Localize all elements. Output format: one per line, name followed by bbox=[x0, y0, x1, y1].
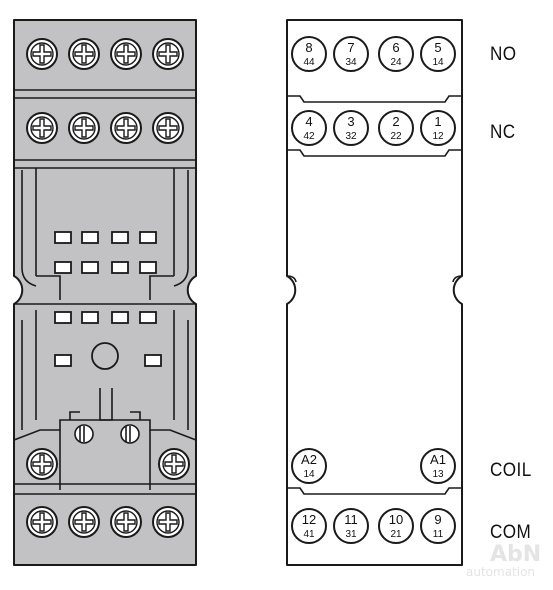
screw-icon bbox=[26, 448, 58, 480]
terminal-contact-code: 14 bbox=[303, 469, 315, 480]
terminal-layout-lines bbox=[286, 95, 463, 495]
socket-screws bbox=[26, 38, 190, 538]
terminal-contact-code: 12 bbox=[432, 131, 444, 142]
screw-icon bbox=[152, 112, 184, 144]
terminal-nc: 442 bbox=[291, 110, 327, 146]
terminal-contact-code: 32 bbox=[345, 131, 357, 142]
terminal-number: 9 bbox=[434, 512, 441, 527]
socket-structure bbox=[13, 89, 197, 495]
socket-center-hole bbox=[91, 342, 119, 370]
screw-icon bbox=[110, 38, 142, 70]
label-nc: NC bbox=[490, 122, 516, 143]
coil-slot-screws bbox=[74, 424, 140, 444]
terminal-contact-code: 42 bbox=[303, 131, 315, 142]
watermark-brand: AbN bbox=[490, 542, 542, 567]
terminal-number: A1 bbox=[430, 452, 446, 467]
terminal-number: 2 bbox=[392, 114, 399, 129]
screw-icon bbox=[26, 506, 58, 538]
screw-icon bbox=[110, 112, 142, 144]
label-no: NO bbox=[490, 44, 517, 65]
terminal-contact-code: 22 bbox=[390, 131, 402, 142]
screw-icon bbox=[26, 38, 58, 70]
terminal-number: 4 bbox=[305, 114, 312, 129]
watermark-sub: automation bbox=[466, 565, 536, 579]
terminal-no: 514 bbox=[420, 36, 456, 72]
terminal-contact-code: 24 bbox=[390, 57, 402, 68]
terminal-nc: 222 bbox=[378, 110, 414, 146]
terminal-number: 8 bbox=[305, 40, 312, 55]
screw-icon bbox=[26, 112, 58, 144]
terminal-contact-code: 44 bbox=[303, 57, 315, 68]
terminal-circles: 844734624514442332222112A214A11312411131… bbox=[291, 36, 456, 544]
terminal-number: 10 bbox=[389, 512, 403, 527]
terminal-contact-code: 31 bbox=[345, 529, 357, 540]
terminal-contact-code: 34 bbox=[345, 57, 357, 68]
terminal-number: A2 bbox=[301, 452, 317, 467]
terminal-no: 734 bbox=[333, 36, 369, 72]
terminal-contact-code: 14 bbox=[432, 57, 444, 68]
terminal-contact-code: 11 bbox=[433, 529, 444, 540]
terminal-number: 7 bbox=[347, 40, 354, 55]
terminal-no: 624 bbox=[378, 36, 414, 72]
terminal-no: 844 bbox=[291, 36, 327, 72]
terminal-nc: 332 bbox=[333, 110, 369, 146]
screw-icon bbox=[68, 112, 100, 144]
socket-contact-slots bbox=[54, 231, 162, 367]
terminal-contact-code: 13 bbox=[432, 469, 444, 480]
terminal-contact-code: 41 bbox=[303, 529, 315, 540]
terminal-contact-code: 21 bbox=[390, 529, 402, 540]
terminal-number: 1 bbox=[434, 114, 441, 129]
screw-icon bbox=[68, 506, 100, 538]
label-coil: COIL bbox=[490, 460, 532, 481]
label-com: COM bbox=[490, 522, 532, 543]
terminal-number: 5 bbox=[434, 40, 441, 55]
terminal-nc: 112 bbox=[420, 110, 456, 146]
terminal-number: 6 bbox=[392, 40, 399, 55]
screw-icon bbox=[110, 506, 142, 538]
screw-icon bbox=[68, 38, 100, 70]
terminal-number: 11 bbox=[344, 512, 358, 527]
terminal-number: 12 bbox=[302, 512, 316, 527]
terminal-number: 3 bbox=[347, 114, 354, 129]
screw-icon bbox=[152, 506, 184, 538]
screw-icon bbox=[152, 38, 184, 70]
terminal-com: 911 bbox=[420, 508, 456, 544]
screw-icon bbox=[158, 448, 190, 480]
